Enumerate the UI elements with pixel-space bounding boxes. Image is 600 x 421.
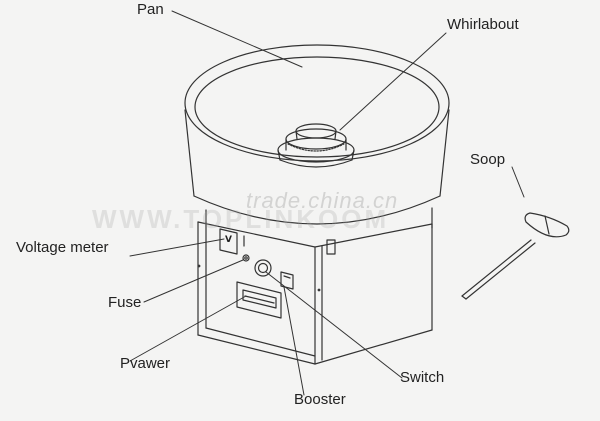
pan-drawing <box>184 44 450 225</box>
leader-lines <box>129 10 525 396</box>
soop-drawing <box>461 212 570 300</box>
leader-whirlabout <box>339 32 447 131</box>
label-voltage-meter: Voltage meter <box>16 239 109 256</box>
leader-fuse <box>143 259 244 303</box>
label-pan: Pan <box>137 1 164 18</box>
leader-switch <box>265 271 403 379</box>
leader-pan <box>171 10 303 68</box>
leader-voltage-meter <box>129 238 225 257</box>
watermark-site: trade.china.cn <box>246 188 399 213</box>
leader-booster <box>283 286 305 396</box>
label-soop: Soop <box>470 151 506 168</box>
whirlabout-drawing <box>277 123 355 168</box>
watermark-brand: WWW.TOPLINKOOM <box>92 204 390 234</box>
label-booster: Booster <box>294 391 346 408</box>
label-fuse: Fuse <box>108 294 142 311</box>
leader-soop <box>511 166 525 198</box>
leader-pvawer <box>129 295 247 362</box>
label-pvawer: Pvawer <box>120 355 171 372</box>
cabinet-drawing <box>197 207 433 365</box>
voltage-meter-glyph: V <box>225 235 232 245</box>
label-switch: Switch <box>400 369 445 386</box>
label-whirlabout: Whirlabout <box>447 16 519 33</box>
